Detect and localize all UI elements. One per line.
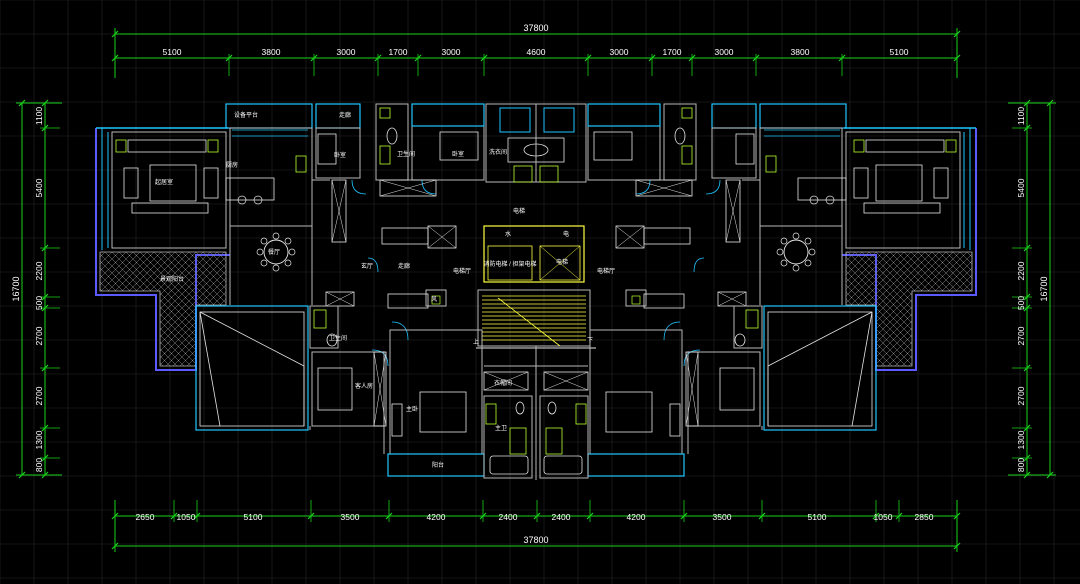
label-dining: 餐厅 (268, 248, 280, 256)
label-lobby-left: 电梯厅 (453, 267, 471, 275)
dimension-tick (111, 542, 119, 550)
dim-bot-12: 2850 (915, 512, 934, 522)
dim-right-8: 800 (1016, 458, 1026, 472)
dim-overall-left: 16700 (11, 276, 21, 301)
label-south-balcony: 阳台 (432, 461, 444, 469)
dimension-ticks (18, 30, 1054, 550)
dim-left-8: 800 (34, 458, 44, 472)
dim-right-3: 2200 (1016, 261, 1026, 280)
stair-elevator-core (476, 103, 596, 480)
dim-left-5: 2700 (34, 326, 44, 345)
label-top-corridor: 走廊 (339, 111, 351, 119)
dim-top-6: 4600 (527, 47, 546, 57)
label-elevator: 电梯 (556, 258, 568, 266)
dim-top-labels: 5100 3800 3000 1700 3000 4600 3000 1700 … (163, 47, 909, 57)
dim-right-labels: 1100 5400 2200 500 2700 2700 1300 800 (1016, 107, 1026, 473)
label-electric: 电 (563, 230, 569, 238)
dim-bot-8: 4200 (627, 512, 646, 522)
dim-left-7: 1300 (34, 430, 44, 449)
dimension-tick (18, 99, 26, 107)
label-bath-2: 卫生间 (329, 334, 347, 342)
dim-left-3: 2200 (34, 261, 44, 280)
dim-bot-11: 1050 (874, 512, 893, 522)
dim-bot-6: 2400 (499, 512, 518, 522)
dim-left-2: 5400 (34, 178, 44, 197)
label-entry-hall: 玄厅 (361, 262, 373, 270)
dim-left-1: 1100 (34, 107, 44, 126)
label-kitchen: 厨房 (226, 161, 238, 169)
dimension-tick (1046, 471, 1054, 479)
label-equipment-platform: 设备平台 (234, 111, 258, 119)
label-shaft: 电梯 (513, 207, 525, 215)
dim-top-10: 3800 (791, 47, 810, 57)
label-balcony: 景观阳台 (160, 275, 184, 283)
dimension-tick (953, 30, 961, 38)
dim-bot-10: 5100 (808, 512, 827, 522)
label-closet: 衣帽间 (494, 379, 512, 387)
label-bath-1: 卫生间 (397, 150, 415, 158)
label-guest-room: 客人房 (355, 382, 373, 390)
dimension-tick (953, 542, 961, 550)
dim-right-4: 500 (1016, 296, 1026, 310)
label-corridor: 走廊 (398, 262, 410, 270)
dimension-tick (111, 30, 119, 38)
dim-top-9: 3000 (715, 47, 734, 57)
dim-overall-right: 16700 (1039, 276, 1049, 301)
dimension-tick (1046, 99, 1054, 107)
dim-bot-4: 3500 (341, 512, 360, 522)
label-master-bed: 主卧 (406, 405, 418, 413)
label-lobby-right: 电梯厅 (597, 267, 615, 275)
dim-top-3: 3000 (337, 47, 356, 57)
label-water: 水 (505, 230, 511, 238)
dimension-tick (18, 471, 26, 479)
dim-top-1: 5100 (163, 47, 182, 57)
dim-overall-bottom: 37800 (523, 535, 548, 545)
dim-overall-top: 37800 (523, 23, 548, 33)
dim-right-2: 5400 (1016, 178, 1026, 197)
room-labels: 设备平台 起居室 厨房 餐厅 景观阳台 玄厅 走廊 卧室 卫生间 卧室 洗衣间 … (155, 111, 615, 469)
dim-left-labels: 1100 5400 2200 500 2700 2700 1300 800 (34, 107, 44, 473)
dim-right-6: 2700 (1016, 386, 1026, 405)
dim-left-4: 500 (34, 296, 44, 310)
dim-bot-2: 1050 (177, 512, 196, 522)
dim-top-8: 1700 (663, 47, 682, 57)
dim-bot-1: 2650 (136, 512, 155, 522)
dim-top-4: 1700 (389, 47, 408, 57)
dim-right-5: 2700 (1016, 326, 1026, 345)
label-laundry: 洗衣间 (489, 148, 507, 156)
dim-top-5: 3000 (442, 47, 461, 57)
dim-right-7: 1300 (1016, 430, 1026, 449)
label-stair-down: 下 (587, 337, 593, 344)
label-bedroom-2: 卧室 (452, 150, 464, 158)
label-master-bath: 主卫 (495, 424, 507, 432)
dim-right-1: 1100 (1016, 107, 1026, 126)
label-fire-elevator: 消防电梯 / 担架电梯 (483, 260, 536, 268)
dimension-chains (16, 28, 1056, 552)
dim-top-7: 3000 (610, 47, 629, 57)
dim-bot-7: 2400 (552, 512, 571, 522)
dim-left-6: 2700 (34, 386, 44, 405)
dim-bot-9: 3500 (713, 512, 732, 522)
dim-bottom-labels: 2650 1050 5100 3500 4200 2400 2400 4200 … (136, 512, 934, 522)
label-stair-up: 上 (473, 338, 479, 346)
label-wind: 风 (431, 296, 437, 303)
label-bedroom-1: 卧室 (334, 151, 346, 159)
dim-bot-3: 5100 (244, 512, 263, 522)
label-living-room: 起居室 (155, 178, 173, 186)
dim-top-11: 5100 (890, 47, 909, 57)
dim-top-2: 3800 (262, 47, 281, 57)
dim-bot-5: 4200 (427, 512, 446, 522)
stair-flight (482, 295, 586, 341)
